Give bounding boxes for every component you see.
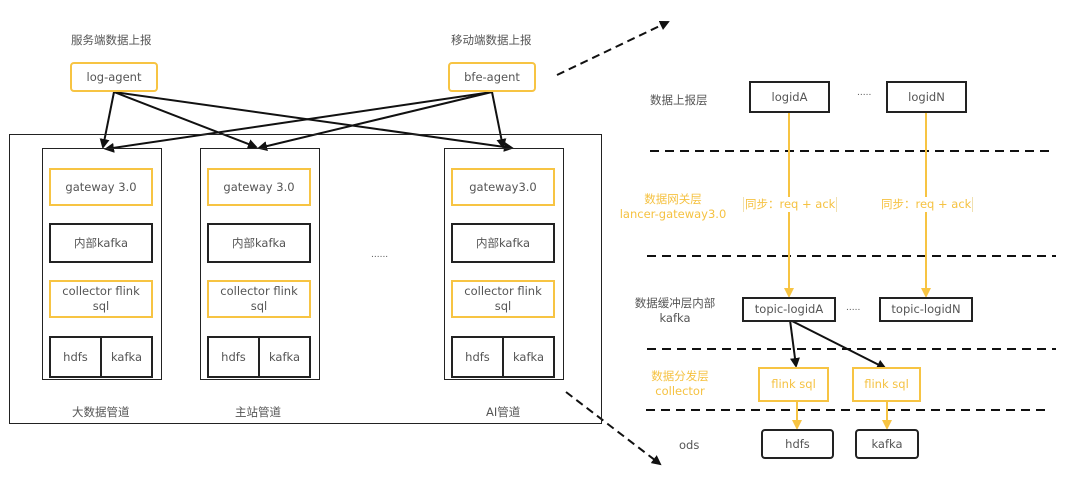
ods-kafka-node[interactable]: kafka <box>855 429 919 459</box>
dashed-arrow-bottom <box>565 391 662 466</box>
sync-label-a: 同步：req + ack <box>743 197 838 212</box>
flink-sql-node-2[interactable]: flink sql <box>852 367 921 402</box>
pipeline-main-collector[interactable]: collector flink sql <box>207 280 311 318</box>
sync-label-n: 同步：req + ack <box>880 197 974 212</box>
pipeline-ai-name: AI管道 <box>486 405 521 419</box>
pipeline-ai-hdfs[interactable]: hdfs <box>451 336 504 378</box>
pipeline-main <box>200 148 320 380</box>
pipeline-ai <box>444 148 564 380</box>
arrow-bfe-agent-to-ai <box>491 91 507 149</box>
topic-logid-n-node[interactable]: topic-logidN <box>879 297 973 322</box>
pipeline-ai-collector[interactable]: collector flink sql <box>451 280 555 318</box>
flink-sql-node-1[interactable]: flink sql <box>758 367 829 402</box>
arrow-log-agent-to-main <box>113 91 258 149</box>
source-label-mobile: 移动端数据上报 <box>451 33 532 47</box>
pipeline-bigdata <box>42 148 162 380</box>
pipeline-bigdata-collector[interactable]: collector flink sql <box>49 280 153 318</box>
layer-label-buffer: 数据缓冲层内部 kafka <box>634 296 716 325</box>
pipeline-main-kafka[interactable]: 内部kafka <box>207 223 311 263</box>
arrow-log-agent-to-ai <box>113 91 514 152</box>
arrow-log-agent-to-bigdata <box>99 91 115 149</box>
pipelines-container <box>9 134 602 424</box>
pipelines-ellipsis: ...... <box>371 250 389 260</box>
arrow-bfe-agent-to-main <box>257 91 493 151</box>
layer-label-gateway: 数据网关层 lancer-gateway3.0 <box>619 192 727 221</box>
layer-label-report: 数据上报层 <box>650 93 708 107</box>
logid-ellipsis: ..... <box>857 88 872 98</box>
logid-n-node[interactable]: logidN <box>886 81 967 113</box>
logid-a-node[interactable]: logidA <box>749 81 830 113</box>
pipeline-ai-sink-kafka[interactable]: kafka <box>502 336 555 378</box>
layer-label-ods: ods <box>679 438 700 452</box>
pipeline-bigdata-hdfs[interactable]: hdfs <box>49 336 102 378</box>
bfe-agent-node[interactable]: bfe-agent <box>448 62 536 92</box>
ods-hdfs-node[interactable]: hdfs <box>761 429 834 459</box>
pipeline-main-hdfs[interactable]: hdfs <box>207 336 260 378</box>
pipeline-ai-kafka[interactable]: 内部kafka <box>451 223 555 263</box>
pipeline-bigdata-gateway[interactable]: gateway 3.0 <box>49 168 153 206</box>
pipeline-ai-gateway[interactable]: gateway3.0 <box>451 168 555 206</box>
arrow-topic-to-flink-2 <box>789 319 887 369</box>
pipeline-main-name: 主站管道 <box>235 405 281 419</box>
source-label-server: 服务端数据上报 <box>71 33 152 47</box>
layer-label-dispatch: 数据分发层 collector <box>651 369 709 398</box>
pipeline-bigdata-sink-kafka[interactable]: kafka <box>100 336 153 378</box>
topic-ellipsis: ..... <box>846 303 861 313</box>
arrow-bfe-agent-to-bigdata <box>104 91 493 153</box>
arrow-topic-to-flink-1 <box>789 319 800 368</box>
pipeline-main-sink-kafka[interactable]: kafka <box>258 336 311 378</box>
pipeline-main-gateway[interactable]: gateway 3.0 <box>207 168 311 206</box>
topic-logid-a-node[interactable]: topic-logidA <box>742 297 836 322</box>
pipeline-bigdata-name: 大数据管道 <box>72 405 130 419</box>
log-agent-node[interactable]: log-agent <box>70 62 158 92</box>
pipeline-bigdata-kafka[interactable]: 内部kafka <box>49 223 153 263</box>
dashed-arrow-top <box>556 20 670 76</box>
